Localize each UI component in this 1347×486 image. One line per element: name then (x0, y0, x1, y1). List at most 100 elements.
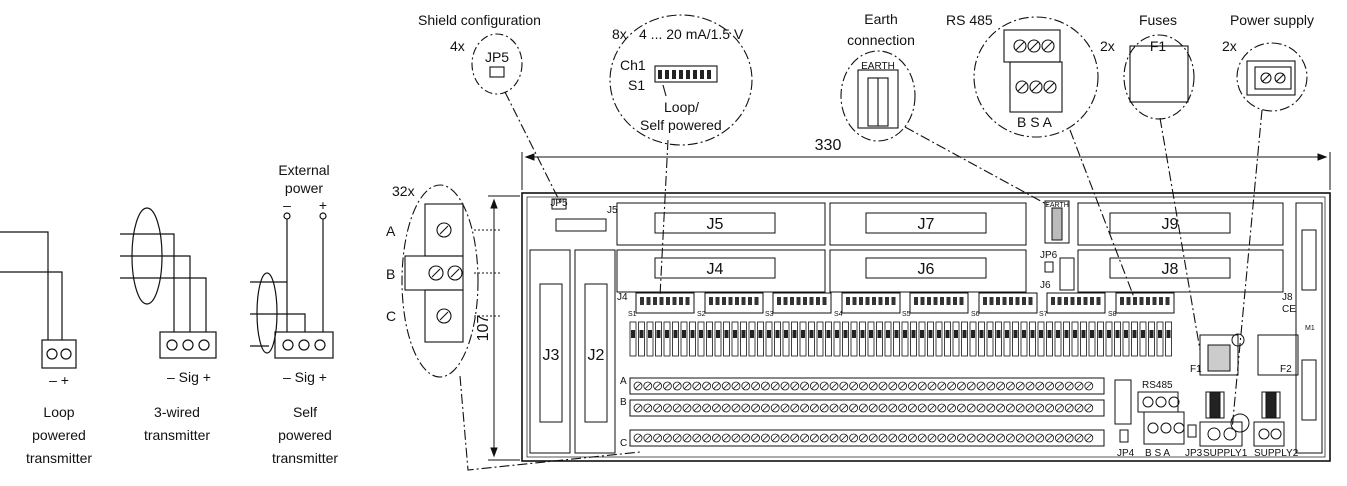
board-component (927, 321, 934, 357)
board-terminal-screw (1045, 433, 1054, 443)
board-terminal-screw (888, 403, 898, 413)
three-wired-label-2: transmitter (144, 427, 210, 443)
board-terminal-slot (791, 404, 799, 412)
terminal-row-b: B (386, 266, 395, 282)
board-terminal-slot (781, 434, 789, 442)
fuses-count: 2x (1100, 38, 1115, 54)
board-component-mark (801, 330, 805, 338)
board-component (765, 321, 773, 357)
board-terminal-slot (850, 404, 857, 412)
board-terminal-slot (830, 404, 838, 412)
board-terminal-screw (898, 403, 907, 413)
board-m1: M1 (1305, 325, 1315, 332)
board-terminal-screw (1015, 403, 1025, 413)
board-terminal-slot (1075, 404, 1083, 412)
board-terminal-screw (976, 403, 986, 413)
external-power-minus: – (283, 197, 291, 213)
board-terminal-slot (958, 382, 965, 390)
board-terminal-slot (948, 404, 955, 412)
board-terminal-screw (663, 381, 672, 391)
board-terminal-slot (928, 404, 936, 412)
board-component-mark (1166, 330, 1171, 338)
board-terminal-screw (1084, 403, 1094, 413)
board-terminal-slot (1026, 404, 1034, 412)
board-terminal-screw (761, 381, 770, 391)
board-terminal-slot (1085, 404, 1093, 412)
board-dip-label: S7 (1039, 311, 1048, 318)
board-terminal-screw (643, 403, 653, 413)
board-component-mark (1081, 330, 1086, 338)
dip-ch: Ch1 (620, 57, 646, 73)
board-component-mark (1005, 330, 1009, 338)
board-terminal-slot (830, 382, 838, 390)
board-terminal-screw (663, 403, 672, 413)
board-terminal-screw (731, 433, 741, 443)
board-terminal-slot (762, 404, 769, 412)
self-powered-label-2: powered (278, 427, 332, 443)
rs485-callout (973, 16, 1136, 301)
board-terminal-screw (790, 381, 800, 391)
board-terminal-slot (918, 434, 926, 442)
board-terminal-slot (1056, 404, 1063, 412)
board-component (757, 321, 764, 357)
board-terminal-screw (1074, 433, 1084, 443)
board-terminal-screw (1084, 381, 1094, 391)
board-component (833, 321, 841, 357)
board-terminal-slot (830, 434, 838, 442)
board-terminal-slot (634, 404, 642, 412)
board-terminal-slot (1026, 382, 1034, 390)
board-earth: EARTH (1045, 202, 1069, 209)
board-component (816, 321, 824, 357)
connector-j4: J4 (707, 261, 724, 278)
board-terminal-screw (800, 433, 809, 443)
board-terminal-screw (937, 433, 947, 443)
board-component-mark (869, 330, 873, 338)
board-terminal-slot (1046, 434, 1053, 442)
board-terminal-screw (633, 433, 643, 443)
board-component-mark (911, 330, 916, 338)
board-terminal-slot (860, 404, 867, 412)
board-terminal-screw (790, 433, 800, 443)
board-component-mark (1022, 330, 1026, 338)
board-dip-label: S6 (971, 311, 980, 318)
board-component (1020, 321, 1028, 357)
board-component-mark (1047, 330, 1052, 338)
dip-range: 4 ... 20 mA/1.5 V (639, 26, 744, 42)
width-value: 330 (815, 137, 842, 154)
board-terminal-slot (840, 404, 848, 412)
board-component-mark (852, 330, 856, 338)
board-component-mark (1115, 330, 1120, 338)
board-terminal-slot (722, 382, 730, 390)
board-terminal-screw (712, 433, 721, 443)
board-terminal-screw (839, 381, 849, 391)
board-terminal-screw (849, 433, 858, 443)
board-terminal-slot (713, 404, 720, 412)
board-component (723, 321, 730, 357)
board-terminal-slot (909, 404, 916, 412)
external-power-leads (250, 212, 334, 359)
board-terminal-screw (829, 403, 839, 413)
board-terminal-slot (899, 434, 906, 442)
board-terminal-slot (771, 434, 779, 442)
board-component-mark (673, 330, 678, 338)
board-terminal-screw (829, 433, 839, 443)
board-terminal-screw (898, 433, 907, 443)
board-component (969, 321, 977, 357)
board-component-mark (1098, 330, 1103, 338)
earth-title-1: Earth (864, 11, 897, 27)
board-component-mark (775, 330, 780, 338)
board-dip-block: S7 (1039, 292, 1106, 318)
board-terminal-slot (634, 434, 642, 442)
board-terminal-screw (859, 433, 868, 443)
three-wired-label-1: 3-wired (154, 404, 200, 420)
board-terminal-slot (801, 404, 808, 412)
board-terminal-screw (957, 381, 966, 391)
board-terminal-screw (731, 381, 741, 391)
board-component-mark (682, 330, 686, 338)
board-j5-small: J5 (607, 205, 618, 216)
board-terminal-slot (987, 434, 995, 442)
board-terminal-slot (683, 434, 691, 442)
board-terminal-slot (732, 382, 740, 390)
board-terminal-screw (1074, 403, 1084, 413)
